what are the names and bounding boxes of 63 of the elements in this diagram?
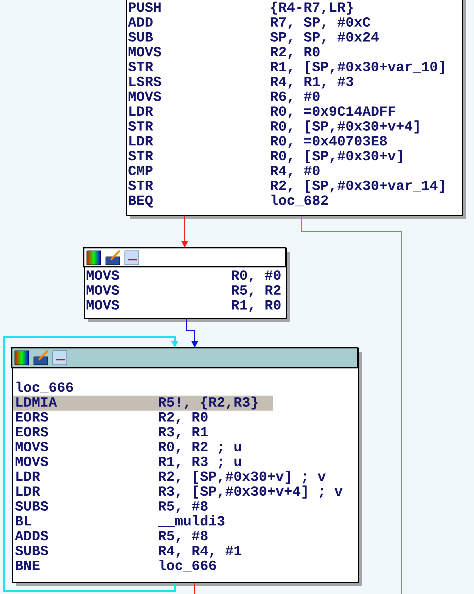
mnemonic: MOVS [128,92,162,102]
operand: R5!, {R2,R3} [159,396,258,410]
operand: R4, #0 [271,166,320,178]
operand: R0, =0x9C14ADFF [271,106,396,118]
code-block [83,247,290,322]
mnemonic: EORS [16,412,48,422]
mnemonic: PUSH [129,2,161,12]
mnemonic: MOVS [86,270,120,280]
arrow [3,336,179,592]
operand: R5, R2 [232,286,281,298]
operand: R0, =0x40703E8 [271,136,388,148]
mnemonic: SUBS [15,501,48,511]
code-block [126,0,466,219]
operand: loc_682 [272,194,328,207]
operand: R2, [SP,#0x30+v] ; v [159,470,326,484]
mnemonic: BL [16,516,32,526]
label-text: loc_666 [16,382,74,394]
mnemonic: BEQ [129,196,153,208]
mnemonic: LDR [16,486,40,496]
operand: R4, R1, #3 [271,76,354,89]
mnemonic: STR [128,151,154,161]
mnemonic: LDMIA [16,398,58,407]
operand: R2, R0 [159,412,208,424]
mnemonic: SUBS [15,546,48,556]
mnemonic: STR [128,121,154,131]
mnemonic: CMP [128,166,153,176]
mnemonic: BNE [16,560,40,570]
operand: loc_666 [160,560,216,572]
operand: R0, #0 [232,270,281,282]
operand: R7, SP, #0xC [271,17,371,30]
mnemonic: ADDS [15,531,48,541]
operand: R3, R1 [159,427,208,440]
operand: {R4-R7,LR} [272,2,353,15]
operand: __muldi3 [158,516,225,528]
mnemonic: MOVS [128,47,162,57]
operand: R2, R0 [271,47,320,60]
mnemonic: MOVS [86,300,120,310]
operand: R5, #8 [159,531,208,543]
mnemonic: MOVS [16,442,48,452]
operand: R0, [SP,#0x30+v] [271,150,402,164]
operand: R1, R3 ; u [159,456,242,469]
operand: R5, #8 [159,501,208,514]
mnemonic: MOVS [16,456,48,466]
mnemonic: STR [128,62,154,72]
operand: R6, #0 [271,92,320,104]
operand: R0, [SP,#0x30+v+4] [271,120,419,134]
operand: SP, SP, #0x24 [270,32,379,44]
mnemonic: LSRS [130,76,162,86]
mnemonic: STR [128,180,154,190]
mnemonic: EORS [16,427,48,437]
operand: R2, [SP,#0x30+var_14] [271,180,444,194]
mnemonic: LDR [130,106,154,116]
code-block [11,347,362,586]
mnemonic: LDR [130,136,154,146]
operand: R1, R0 [232,300,281,312]
mnemonic: ADD [128,18,153,27]
operand: R1, [SP,#0x30+var_10] [271,61,444,74]
operand: R0, R2 ; u [159,442,242,454]
operand: R4, R4, #1 [159,546,242,558]
mnemonic: MOVS [86,286,120,295]
mnemonic: LDR [16,472,40,482]
mnemonic: SUB [128,32,154,42]
operand: R3, [SP,#0x30+v+4] ; v [159,486,343,499]
